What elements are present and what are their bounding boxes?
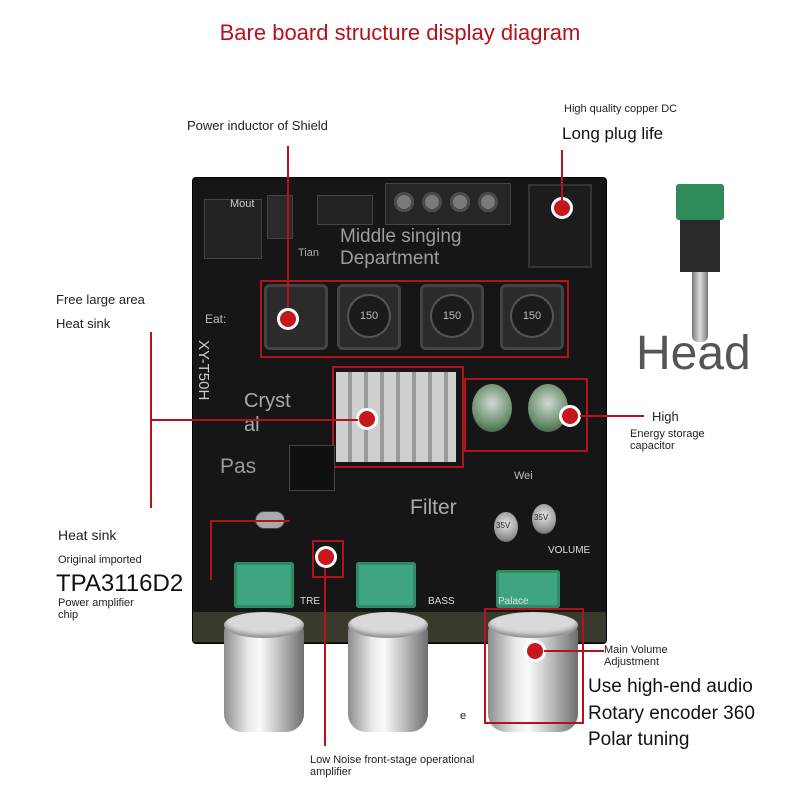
knob-treble-top <box>224 612 304 638</box>
knob-bass <box>348 622 428 732</box>
selector-switch <box>318 196 372 224</box>
board-label-tre: TRE <box>300 596 320 607</box>
label-stray-e: e <box>460 710 467 722</box>
leader-heatsink-v <box>150 332 152 508</box>
label-high-3: capacitor <box>630 440 675 452</box>
marker-capacitor <box>559 405 581 427</box>
dc-plug-body <box>680 220 720 272</box>
board-label-pas: Pas <box>220 455 257 478</box>
terminal-screw-4 <box>478 192 498 212</box>
board-label-crystal-2: al <box>244 414 260 436</box>
inductor-3-core: 150 <box>432 296 472 336</box>
amplifier-chip <box>290 446 334 490</box>
capacitor-large-1 <box>472 384 512 432</box>
board-label-tian: Tian <box>298 247 319 259</box>
marker-volume <box>524 640 546 662</box>
capacitor-small-2-value: 35V <box>534 513 549 522</box>
capacitor-small-2: 35V <box>532 504 556 534</box>
label-heat-sink: Heat sink <box>58 527 117 543</box>
capacitor-small-1: 35V <box>494 512 518 542</box>
inductor-highlight-box <box>260 280 569 358</box>
leader-chip-h <box>210 520 290 522</box>
diagram-title: Bare board structure display diagram <box>219 20 581 45</box>
audio-jack <box>205 200 261 258</box>
knob-bass-top <box>348 612 428 638</box>
leader-capacitor <box>580 415 644 417</box>
board-label-middle-singing-1: Middle singing <box>340 226 462 247</box>
knob-treble <box>224 622 304 732</box>
leader-volume <box>544 650 604 652</box>
inductor-4: 150 <box>500 284 564 350</box>
label-power-amp-2: chip <box>58 609 79 621</box>
board-label-middle-singing-2: Department <box>340 248 440 269</box>
label-copper-dc-1: High quality copper DC <box>564 103 678 115</box>
label-encoder-2: Rotary encoder 360 <box>588 703 755 724</box>
board-label-volume: VOLUME <box>548 545 591 556</box>
board-label-wei: Wei <box>514 470 533 482</box>
dc-plug-connector <box>676 184 724 220</box>
label-low-noise-2: amplifier <box>310 766 352 778</box>
knob-volume-highlight-box <box>484 608 584 724</box>
terminal-screw-1 <box>394 192 414 212</box>
label-power-inductor: Power inductor of Shield <box>187 118 328 133</box>
inductor-2-core: 150 <box>349 296 389 336</box>
label-low-noise-1: Low Noise front-stage operational <box>310 754 475 766</box>
marker-heatsink <box>356 408 378 430</box>
label-encoder-3: Polar tuning <box>588 729 690 750</box>
terminal-screw-2 <box>422 192 442 212</box>
label-free-area-2: Heat sink <box>56 316 111 331</box>
inductor-4-core: 150 <box>512 296 552 336</box>
knob-volume-top <box>488 612 578 638</box>
dc-plug-pin <box>692 272 708 342</box>
leader-heatsink-h <box>150 419 358 421</box>
leader-opamp-v <box>324 568 326 746</box>
marker-dc-jack <box>551 197 573 219</box>
label-main-volume-2: Adjustment <box>604 656 660 668</box>
label-original-imported: Original imported <box>58 554 142 566</box>
leader-chip-v <box>210 520 212 580</box>
label-head: Head <box>636 327 751 380</box>
heatsink-highlight-box <box>332 366 464 468</box>
board-label-crystal-1: Cryst <box>244 390 291 412</box>
label-main-volume-1: Main Volume <box>604 644 668 656</box>
opamp-highlight-box <box>312 540 344 578</box>
pot-bass <box>356 562 416 608</box>
label-high-2: Energy storage <box>630 428 705 440</box>
marker-inductor <box>277 308 299 330</box>
inductor-2: 150 <box>337 284 401 350</box>
leader-dc-jack <box>561 150 563 200</box>
board-label-palace: Palace <box>498 596 529 607</box>
board-label-model: XY-T50H <box>195 340 212 401</box>
board-label-filter: Filter <box>410 496 457 519</box>
label-chip-name: TPA3116D2 <box>56 570 184 597</box>
label-copper-dc-2: Long plug life <box>562 124 664 143</box>
label-high-1: High <box>652 409 679 424</box>
marker-opamp <box>315 546 337 568</box>
label-power-amp-1: Power amplifier <box>58 597 134 609</box>
board-label-eat: Eat: <box>205 312 227 326</box>
terminal-screw-3 <box>450 192 470 212</box>
pot-volume <box>496 570 560 608</box>
label-encoder-1: Use high-end audio <box>588 676 753 697</box>
board-label-bass: BASS <box>428 596 455 607</box>
leader-inductor <box>287 146 289 308</box>
board-label-mout: Mout <box>230 198 255 210</box>
inductor-3: 150 <box>420 284 484 350</box>
capacitor-small-1-value: 35V <box>496 521 511 530</box>
label-free-area-1: Free large area <box>56 292 145 307</box>
pot-treble <box>234 562 294 608</box>
